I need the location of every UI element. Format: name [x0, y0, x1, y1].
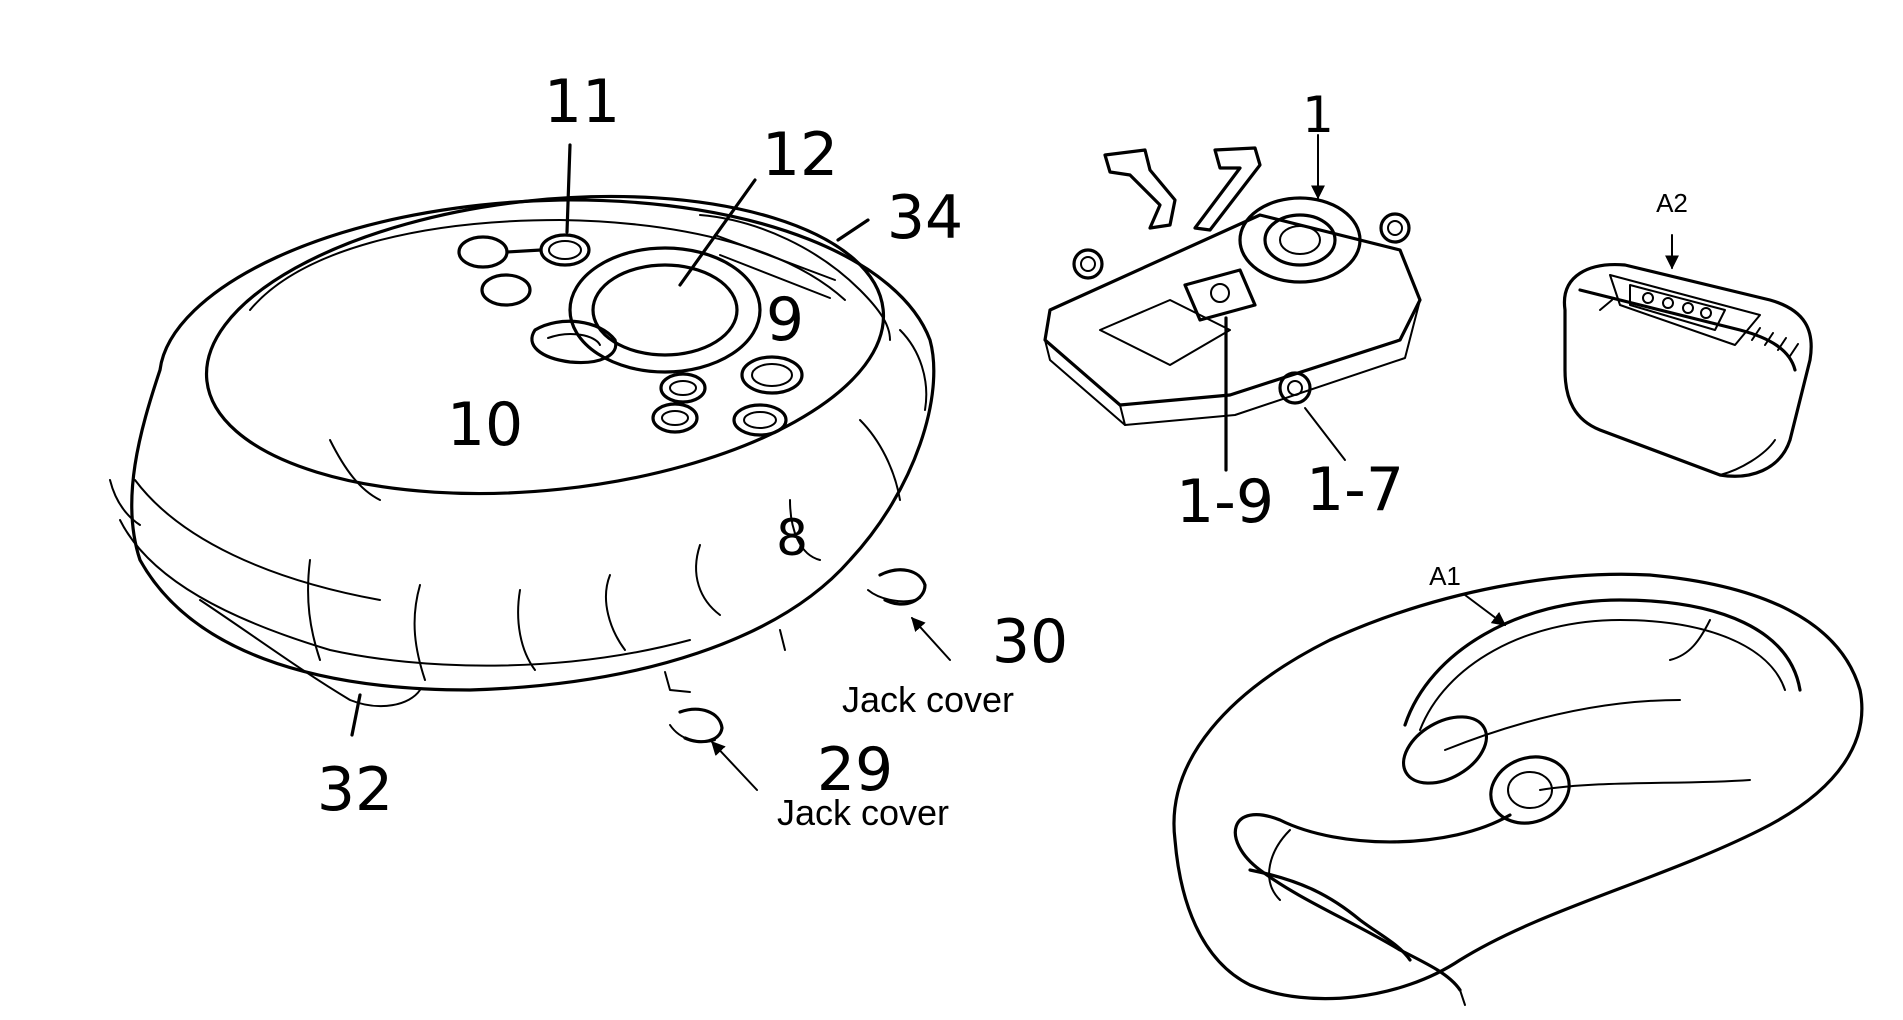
label-32: 32 — [317, 755, 393, 825]
label-30: 30 — [992, 607, 1068, 677]
label-1-7: 1-7 — [1306, 455, 1404, 525]
label-12: 12 — [762, 120, 838, 190]
remote-control-a2 — [1562, 262, 1813, 478]
label-34: 34 — [887, 183, 963, 253]
cd-player-body — [109, 194, 936, 744]
label-10: 10 — [447, 390, 523, 460]
label-29: 29 — [817, 735, 893, 805]
optical-pickup-assembly — [1043, 146, 1422, 426]
label-a1: A1 — [1429, 561, 1461, 591]
label-a2: A2 — [1656, 188, 1688, 218]
label-1: 1 — [1302, 86, 1334, 144]
label-jack-cover-29: Jack cover — [777, 792, 949, 833]
label-jack-cover-30: Jack cover — [842, 679, 1014, 720]
label-11: 11 — [544, 67, 620, 137]
headphones-bag-a1 — [1172, 572, 1864, 1006]
label-9: 9 — [766, 285, 804, 355]
leader-lines — [350, 134, 1679, 791]
label-1-9: 1-9 — [1176, 467, 1274, 537]
label-8: 8 — [776, 509, 808, 567]
